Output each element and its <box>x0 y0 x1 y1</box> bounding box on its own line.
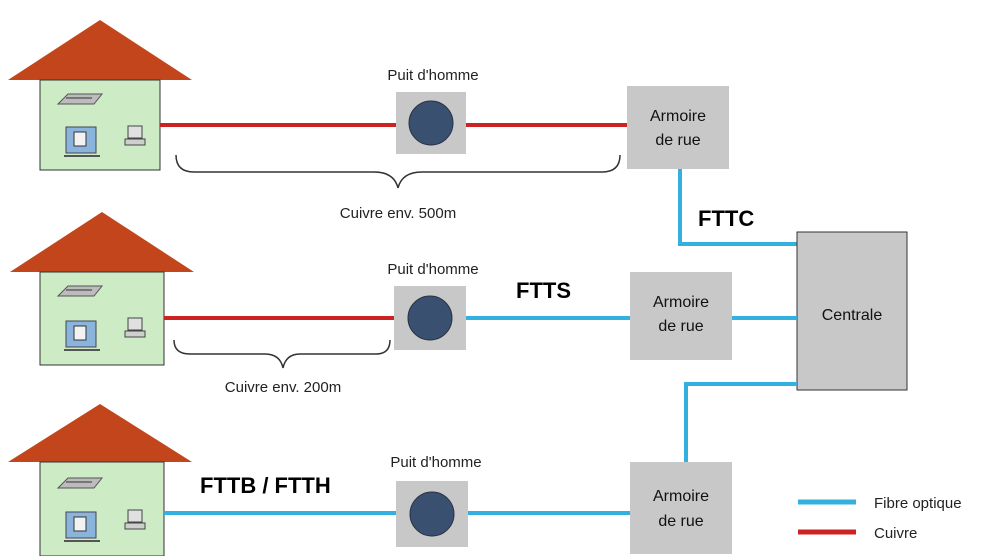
phone-icon <box>56 93 104 105</box>
street-cabinet <box>627 86 729 169</box>
central-office <box>796 231 908 391</box>
cabinet-label-line1: Armoire <box>650 108 706 125</box>
legend-fiber-label: Fibre optique <box>874 495 962 512</box>
phone-icon <box>56 477 104 489</box>
fttc-label: FTTC <box>698 206 754 231</box>
distance-brace <box>173 339 391 369</box>
manhole-label: Puit d'homme <box>387 261 478 278</box>
manhole-icon <box>408 100 454 146</box>
legend-copper-label: Cuivre <box>874 525 917 542</box>
fiber-line <box>684 382 797 462</box>
row-ftts: Puit d'homme FTTS Armoire de rue Cuivre … <box>10 212 797 396</box>
cabinet-label-line1: Armoire <box>653 294 709 311</box>
house-3 <box>8 404 192 556</box>
row-fttc: Puit d'homme Armoire de rue Cuivre env. … <box>8 20 797 246</box>
house-wall <box>39 461 165 556</box>
computer-icon <box>124 509 146 530</box>
computer-icon <box>124 317 146 338</box>
house-roof <box>8 20 192 80</box>
distance-label: Cuivre env. 500m <box>340 205 456 222</box>
cabinet-label-line2: de rue <box>658 318 703 335</box>
pc-user-icon <box>64 320 100 351</box>
distance-label: Cuivre env. 200m <box>225 379 341 396</box>
street-cabinet <box>630 272 732 360</box>
fttb-ftth-label: FTTB / FTTH <box>200 473 331 498</box>
house-wall <box>39 271 165 366</box>
legend: Fibre optique Cuivre <box>798 495 962 542</box>
distance-brace <box>175 154 621 189</box>
pc-user-icon <box>64 511 100 542</box>
house-1 <box>8 20 192 171</box>
street-cabinet <box>630 462 732 554</box>
manhole-icon <box>409 491 455 537</box>
central-label: Centrale <box>822 307 883 324</box>
computer-icon <box>124 125 146 146</box>
pc-user-icon <box>64 126 100 157</box>
house-roof <box>8 404 192 462</box>
ftts-label: FTTS <box>516 278 571 303</box>
manhole-label: Puit d'homme <box>390 454 481 471</box>
manhole-icon <box>407 295 453 341</box>
cabinet-label-line2: de rue <box>658 513 703 530</box>
row-fttb-ftth: FTTB / FTTH Puit d'homme Armoire de rue <box>8 382 797 556</box>
house-2 <box>10 212 194 366</box>
cabinet-label-line1: Armoire <box>653 488 709 505</box>
fiber-line <box>678 169 797 246</box>
phone-icon <box>56 285 104 297</box>
manhole-label: Puit d'homme <box>387 67 478 84</box>
house-roof <box>10 212 194 272</box>
cabinet-label-line2: de rue <box>655 132 700 149</box>
